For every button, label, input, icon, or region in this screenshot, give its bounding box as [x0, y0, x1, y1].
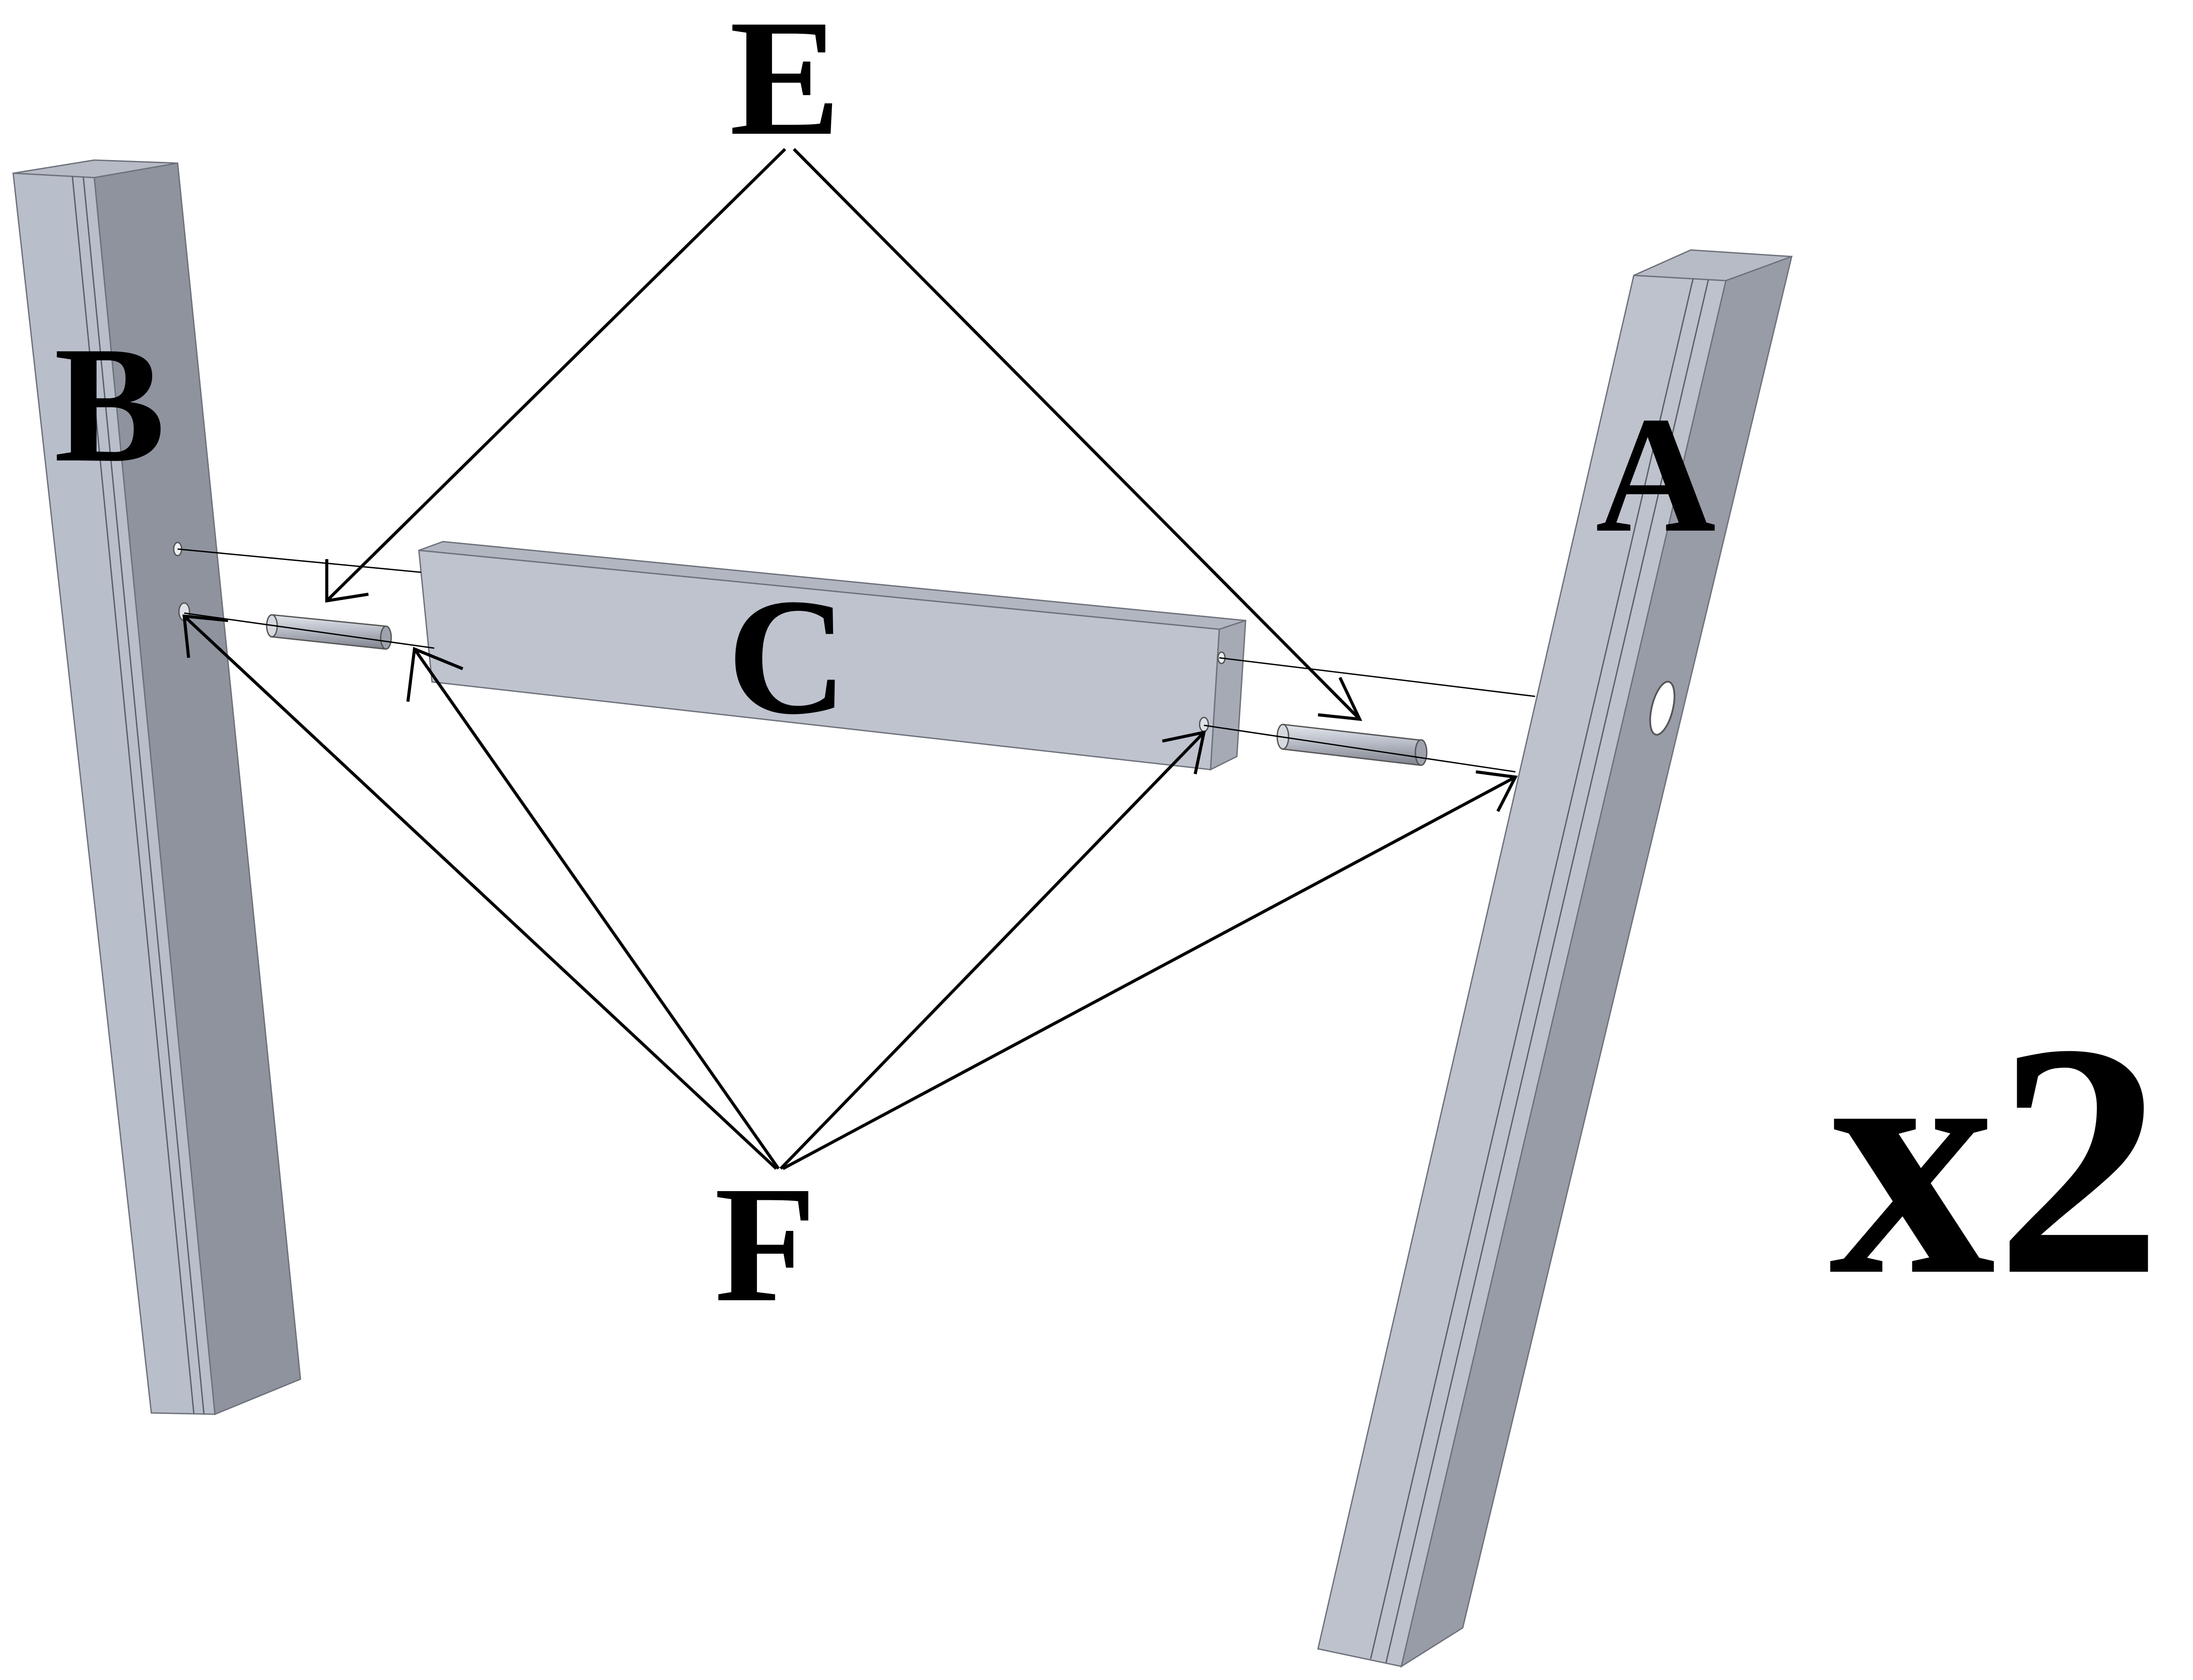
- dowel-left: [266, 614, 392, 650]
- quantity-label: x2: [1829, 975, 2162, 1344]
- label-e: E: [729, 0, 840, 170]
- label-c: C: [727, 564, 847, 749]
- leaders-f: [182, 614, 1518, 1170]
- rail-c: [418, 541, 1247, 771]
- leaders-e: [325, 148, 1362, 721]
- dowel-right: [1276, 724, 1428, 766]
- post-a: [1317, 249, 1793, 1668]
- label-f: F: [714, 1152, 816, 1337]
- label-b: B: [54, 312, 165, 497]
- label-a: A: [1596, 382, 1716, 567]
